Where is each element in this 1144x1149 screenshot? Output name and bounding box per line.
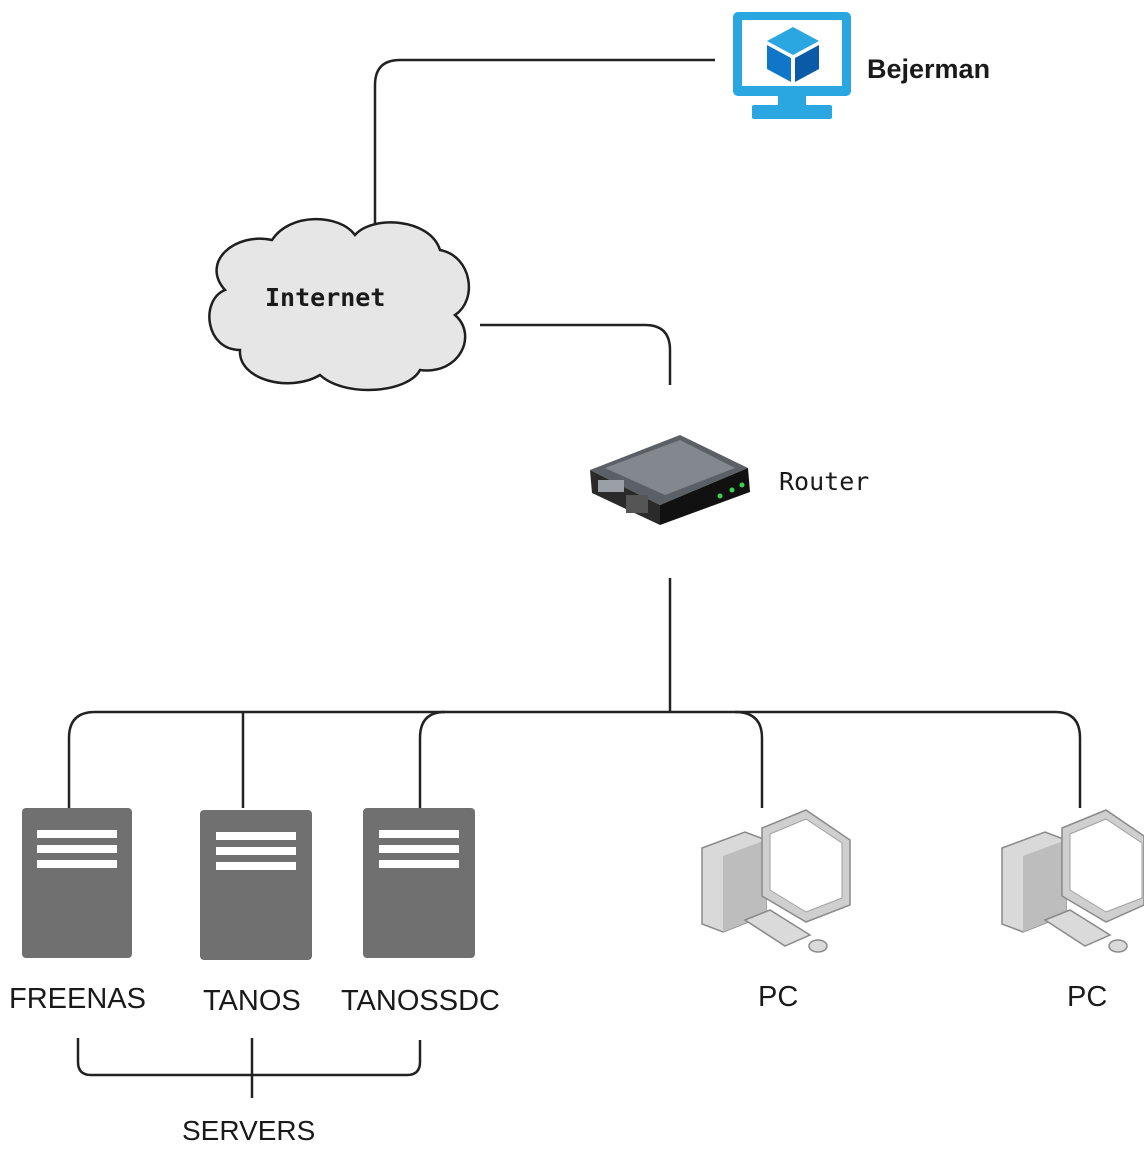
- router-icon: [590, 435, 750, 525]
- servers-group-label: SERVERS: [182, 1115, 316, 1146]
- server-label-tanossdc: TANOSSDC: [341, 985, 500, 1017]
- link-internet-router: [480, 323, 672, 385]
- cloud-icon: [208, 217, 470, 392]
- router-label: Router: [779, 467, 870, 496]
- server-label-freenas: FREENAS: [9, 983, 146, 1015]
- server-label-tanos: TANOS: [203, 985, 301, 1017]
- server-icon: [200, 810, 312, 960]
- link-pc-1: [734, 710, 764, 808]
- server-icon: [363, 808, 475, 958]
- bejerman-label: Bejerman: [867, 54, 991, 84]
- desktop-pc-icon: [701, 809, 851, 953]
- cloud-vm-monitor-icon: [733, 12, 851, 119]
- server-icon: [22, 808, 132, 958]
- link-pc-2: [1054, 710, 1082, 808]
- link-tanossdc: [418, 710, 446, 808]
- connection-lines: [67, 58, 1082, 1098]
- internet-label: Internet: [265, 283, 386, 312]
- link-internet-bejerman: [373, 58, 715, 228]
- desktop-pc-icon: [1001, 809, 1144, 953]
- servers-bracket: [76, 1038, 422, 1098]
- pc-label-1: PC: [758, 981, 799, 1013]
- link-freenas: [67, 710, 96, 808]
- pc-label-2: PC: [1067, 981, 1108, 1013]
